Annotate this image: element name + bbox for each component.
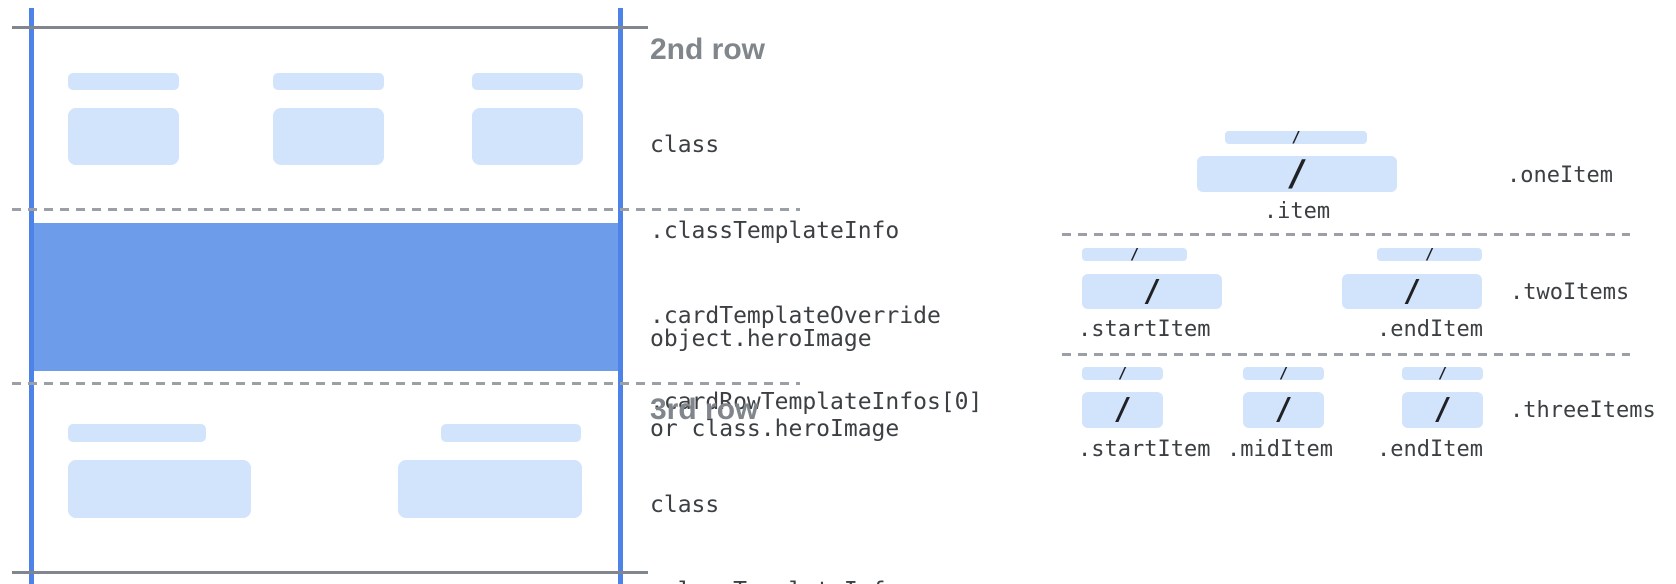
- hero-path-line: or class.heroImage: [650, 416, 900, 442]
- hero-image-path: object.heroImage or class.heroImage: [650, 264, 899, 504]
- two-items-side-label: .twoItems: [1510, 280, 1630, 305]
- one-item-side-label: .oneItem: [1507, 163, 1613, 188]
- row2-col1-label-placeholder: [68, 73, 179, 90]
- slash-glyph: /: [1117, 364, 1128, 382]
- card-frame-line-right: [618, 8, 623, 584]
- card-frame-line-bottom: [12, 571, 648, 574]
- items-separator-dashed-2: [1062, 353, 1630, 356]
- row2-class-path: class .classTemplateInfo .cardTemplateOv…: [650, 74, 982, 473]
- row2-col2-value-placeholder: [273, 108, 384, 165]
- two-items-start-value-bar: /: [1082, 274, 1222, 309]
- two-items-end-caption: .endItem: [1377, 317, 1483, 342]
- row-separator-dashed-bottom: [12, 382, 800, 385]
- row3-class-path: class .classTemplateInfo .cardTemplateOv…: [650, 434, 982, 584]
- card-frame-line-left: [29, 8, 34, 584]
- one-item-value-bar: /: [1197, 156, 1397, 192]
- row3-col2-label-placeholder: [441, 424, 581, 442]
- hero-path-line: object.heroImage: [650, 326, 872, 352]
- row2-path-line: .cardTemplateOverride: [650, 303, 941, 329]
- row-separator-dashed-top: [12, 208, 800, 211]
- row2-title: 2nd row: [650, 33, 766, 66]
- row3-path-line: class: [650, 492, 720, 518]
- row3-col1-value-placeholder: [68, 460, 251, 518]
- slash-glyph: /: [1402, 273, 1422, 309]
- card-frame-line-top: [12, 26, 648, 29]
- three-items-end-value-bar: /: [1402, 392, 1483, 428]
- row2-col2-label-placeholder: [273, 73, 384, 90]
- slash-glyph: /: [1291, 128, 1301, 146]
- slash-glyph: /: [1142, 273, 1162, 309]
- items-separator-dashed-1: [1062, 233, 1630, 236]
- row3-title: 3rd row: [650, 393, 759, 426]
- slash-glyph: /: [1424, 245, 1435, 263]
- three-items-mid-value-bar: /: [1243, 392, 1324, 428]
- row2-path-line: .cardRowTemplateInfos[0]: [650, 388, 983, 415]
- two-items-end-label-bar: /: [1377, 245, 1482, 263]
- three-items-mid-label-bar: /: [1243, 364, 1324, 382]
- slash-glyph: /: [1274, 392, 1293, 427]
- row3-path-line: .classTemplateInfo: [650, 577, 982, 584]
- row2-col3-value-placeholder: [472, 108, 583, 165]
- row2-col3-label-placeholder: [472, 73, 583, 90]
- three-items-start-label-bar: /: [1082, 364, 1163, 382]
- three-items-start-caption: .startItem: [1078, 437, 1211, 462]
- row3-col2-value-placeholder: [398, 460, 582, 518]
- two-items-start-label-bar: /: [1082, 245, 1187, 263]
- three-items-end-caption: .endItem: [1377, 437, 1483, 462]
- slash-glyph: /: [1278, 364, 1289, 382]
- slash-glyph: /: [1433, 392, 1452, 427]
- slash-glyph: /: [1113, 392, 1132, 427]
- hero-image-band: [34, 223, 618, 371]
- slash-glyph: /: [1286, 153, 1308, 194]
- one-item-caption: .item: [1263, 199, 1331, 224]
- one-item-label-bar: /: [1225, 128, 1367, 146]
- two-items-start-caption: .startItem: [1078, 317, 1211, 342]
- slash-glyph: /: [1437, 364, 1448, 382]
- row2-path-line: class: [650, 132, 720, 158]
- row2-col1-value-placeholder: [68, 108, 179, 165]
- three-items-start-value-bar: /: [1082, 392, 1163, 428]
- three-items-side-label: .threeItems: [1510, 398, 1656, 423]
- slash-glyph: /: [1129, 245, 1140, 263]
- row2-path-line: .classTemplateInfo: [650, 217, 900, 244]
- row3-col1-label-placeholder: [68, 424, 206, 442]
- three-items-end-label-bar: /: [1402, 364, 1483, 382]
- three-items-mid-caption: .midItem: [1227, 437, 1333, 462]
- two-items-end-value-bar: /: [1342, 274, 1482, 309]
